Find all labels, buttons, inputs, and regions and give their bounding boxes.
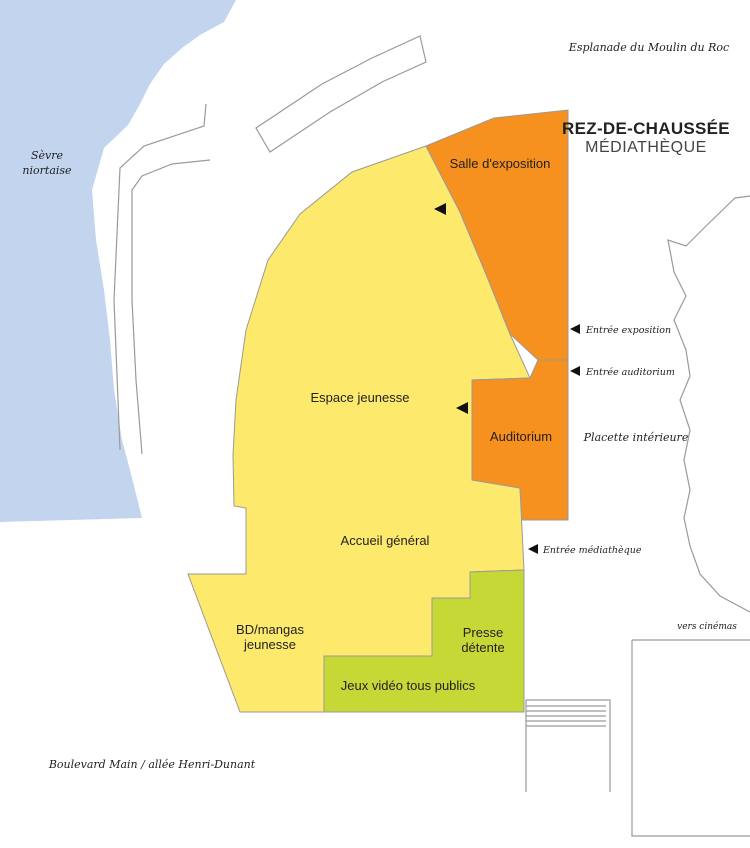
label-placette: Placette intérieure [583,431,689,444]
label-espace-jeunesse: Espace jeunesse [310,390,409,405]
label-esplanade: Esplanade du Moulin du Roc [568,41,729,54]
label-river-line2: niortaise [22,164,72,177]
zone-green [323,569,525,713]
arrow-entree-auditorium-icon [570,366,580,376]
label-jeux-video: Jeux vidéo tous publics [341,678,476,693]
arrow-salle-expo-icon [434,203,446,215]
label-auditorium: Auditorium [490,429,552,444]
zone-auditorium [471,359,569,521]
label-detente: détente [461,640,504,655]
map-title: REZ-DE-CHAUSSÉE [562,119,730,138]
label-boulevard: Boulevard Main / allée Henri-Dunant [48,758,256,771]
river-sevre [0,0,236,522]
label-salle-exposition: Salle d'exposition [450,156,551,171]
label-bd-mangas: BD/mangas [236,622,304,637]
label-river-line1: Sèvre [31,149,64,162]
surrounding-outlines [113,35,750,837]
arrow-auditorium-inner-icon [456,402,468,414]
label-entree-mediatheque: Entrée médiathèque [542,545,642,556]
label-accueil: Accueil général [341,533,430,548]
arrow-entree-exposition-icon [570,324,580,334]
arrow-entree-mediatheque-icon [528,544,538,554]
label-bd-jeunesse: jeunesse [243,637,296,652]
map-subtitle: MÉDIATHÈQUE [585,137,707,156]
label-vers-cinemas: vers cinémas [677,621,737,632]
label-presse: Presse [463,625,503,640]
entrance-arrows [434,203,580,554]
label-entree-exposition: Entrée exposition [585,325,671,336]
label-entree-auditorium: Entrée auditorium [585,367,675,378]
